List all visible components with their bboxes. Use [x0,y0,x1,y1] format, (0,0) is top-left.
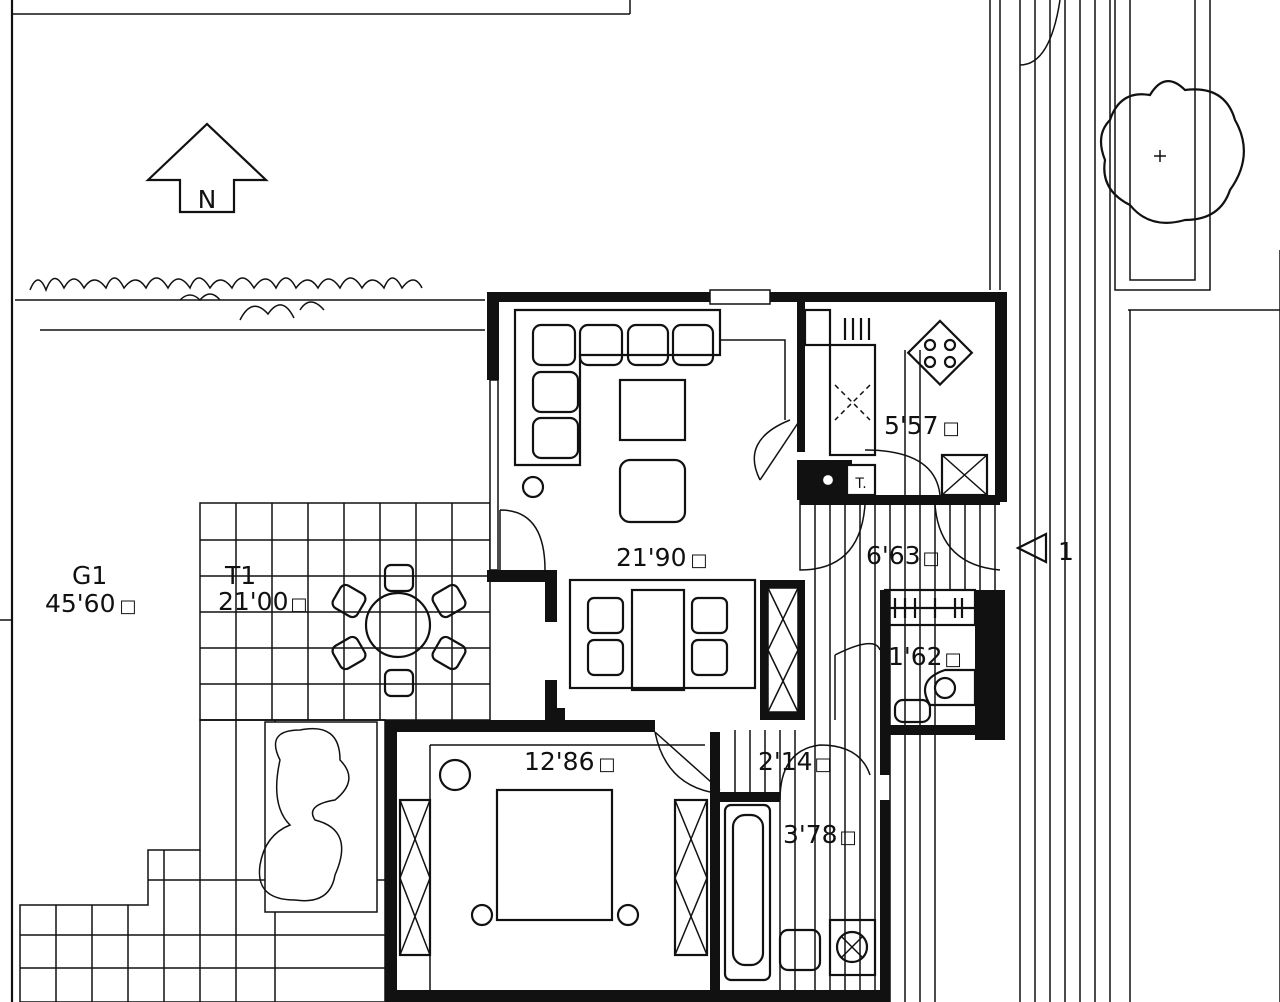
garden-name: G1 [72,561,107,590]
living-area: 21'90□ [616,543,708,572]
bedroom-area: 12'86□ [524,747,616,776]
kitchen-fittings: T. [803,308,989,497]
site-boundary [0,0,1001,1002]
sofa [513,308,786,524]
bathroom-fixtures [723,803,877,982]
terrace-table [331,563,467,698]
dining-table [568,578,757,692]
wc-area: 1'62□ [888,642,962,671]
kitchen-area: 5'57□ [884,411,960,440]
bathroom-area: 3'78□ [783,820,857,849]
bedroom-furniture [398,744,709,990]
wc-fixtures [893,668,977,724]
dryer-label: T. [854,476,866,492]
hall-area: 6'63□ [866,541,940,570]
doors [499,419,1001,801]
north-arrow-icon: N [145,122,269,214]
north-label: N [198,185,217,214]
walls [385,289,1007,1002]
tree-icon [1099,80,1245,224]
access-path [1019,0,1280,1002]
terrace-area: 21'00□ [218,587,308,616]
corridor-area: 2'14□ [758,747,832,776]
entrance-marker: 1 [1015,532,1074,566]
room-labels: G1 45'60□ T1 21'00□ 21'90□ 5'57□ 6'63□ 1… [45,411,962,849]
garden-area: 45'60□ [45,589,137,618]
entrance-label: 1 [1058,537,1074,566]
terrace-tiles [19,502,491,1002]
terrace-name: T1 [224,561,256,590]
hall-wardrobe [883,588,977,627]
hedge [15,277,485,331]
